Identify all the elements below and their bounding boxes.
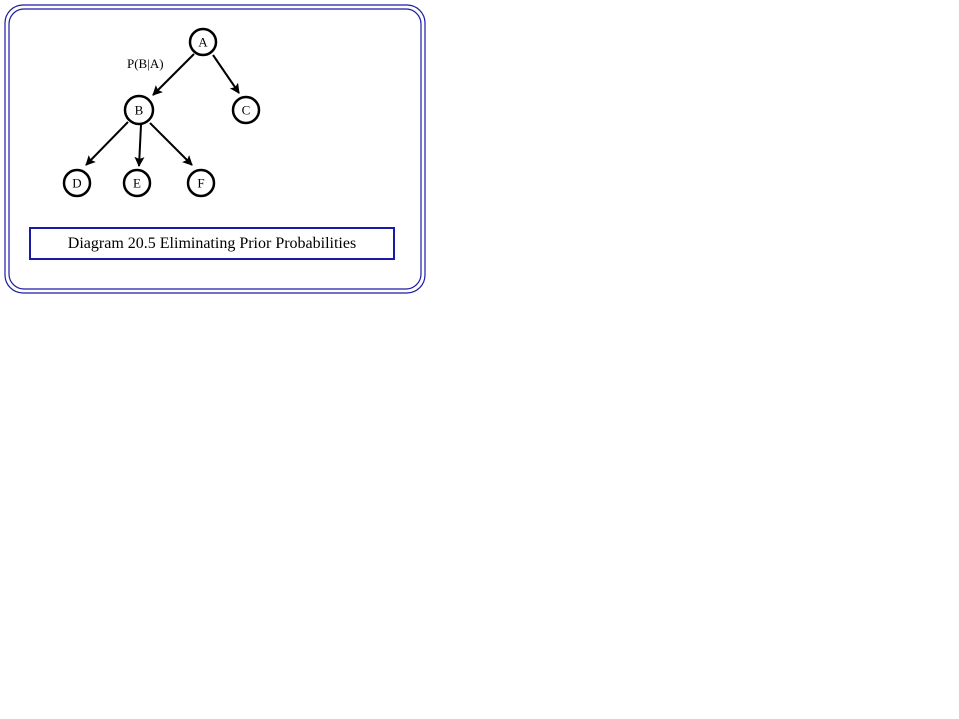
node-c-label: C xyxy=(242,103,251,118)
outer-frame xyxy=(4,4,426,294)
caption-box: Diagram 20.5 Eliminating Prior Probabili… xyxy=(29,227,395,260)
inner-frame xyxy=(8,8,422,290)
node-d-label: D xyxy=(72,176,81,191)
node-c: C xyxy=(231,95,261,125)
edge-label-a-b: P(B|A) xyxy=(127,56,164,71)
node-a-label: A xyxy=(198,35,208,50)
node-a: A xyxy=(188,27,218,57)
diagram-caption: Diagram 20.5 Eliminating Prior Probabili… xyxy=(67,234,357,252)
node-b-label: B xyxy=(135,103,144,118)
node-e: E xyxy=(122,168,152,198)
node-b: B xyxy=(123,94,155,126)
edge-b-e xyxy=(134,124,145,167)
edge-b-d xyxy=(85,121,129,166)
node-e-label: E xyxy=(133,176,141,191)
edge-a-c xyxy=(212,54,240,94)
edge-b-f xyxy=(149,122,193,166)
node-f: F xyxy=(186,168,216,198)
node-d: D xyxy=(62,168,92,198)
edge-a-b xyxy=(152,53,195,96)
node-f-label: F xyxy=(197,176,204,191)
